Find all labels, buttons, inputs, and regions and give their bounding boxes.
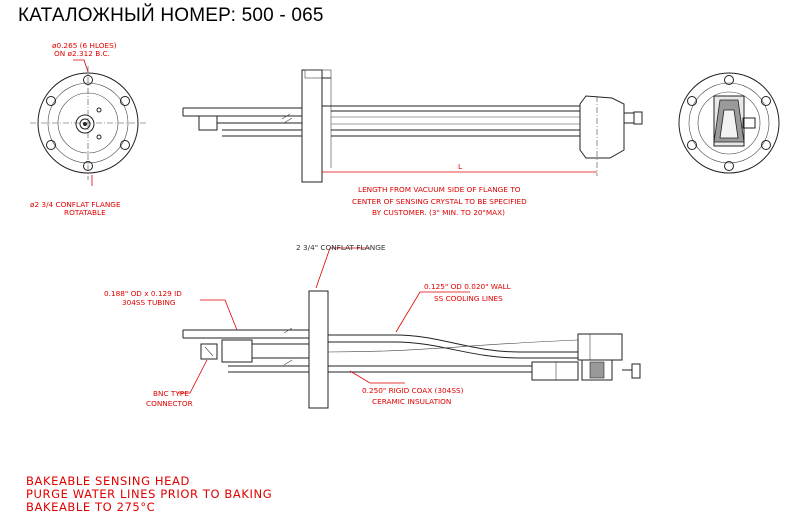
flange-rotatable-label-2: ROTATABLE <box>64 208 106 217</box>
sensor-side-view-top <box>182 69 643 183</box>
conflat-leader <box>315 247 370 289</box>
catalog-number-title: КАТАЛОЖНЫЙ НОМЕР: 500 - 065 <box>18 5 324 26</box>
cooling-label-1: 0.125" OD 0.020" WALL <box>424 282 512 291</box>
note-bake-temp: BAKEABLE TO 275°C <box>26 500 156 514</box>
length-symbol: L <box>458 162 463 171</box>
flange-end-view-left <box>30 66 146 180</box>
bnc-label-1: BNC TYPE <box>153 389 189 398</box>
flange-rotatable-label-1: ø2 3/4 CONFLAT FLANGE <box>30 200 121 209</box>
length-label-2: CENTER OF SENSING CRYSTAL TO BE SPECIFIE… <box>352 197 527 206</box>
holes-label-1: ø0.265 (6 HLOES) <box>52 41 117 50</box>
tubing-label-2: 304SS TUBING <box>122 298 176 307</box>
holes-leader <box>73 59 89 73</box>
cooling-leader <box>395 291 470 333</box>
tubing-leader <box>200 299 238 331</box>
length-label-1: LENGTH FROM VACUUM SIDE OF FLANGE TO <box>358 185 521 194</box>
sensor-side-view-bottom <box>182 290 641 409</box>
tubing-label-1: 0.188" OD x 0.129 ID <box>104 289 182 298</box>
length-label-3: BY CUSTOMER. (3" MIN. TO 20"MAX) <box>372 208 505 217</box>
bnc-label-2: CONNECTOR <box>146 399 193 408</box>
cooling-label-2: SS COOLING LINES <box>434 294 503 303</box>
coax-label-2: CERAMIC INSULATION <box>372 397 451 406</box>
note-purge-water: PURGE WATER LINES PRIOR TO BAKING <box>26 487 273 501</box>
coax-leader <box>349 370 405 384</box>
conflat-flange-label: 2 3/4" CONFLAT FLANGE <box>296 243 386 252</box>
sensor-end-view-right <box>678 72 780 174</box>
bnc-leader <box>178 359 208 394</box>
coax-label-1: 0.250" RIGID COAX (304SS) <box>362 386 464 395</box>
note-bakeable-head: BAKEABLE SENSING HEAD <box>26 474 190 488</box>
holes-label-2: ON ø2.312 B.C. <box>54 49 110 58</box>
